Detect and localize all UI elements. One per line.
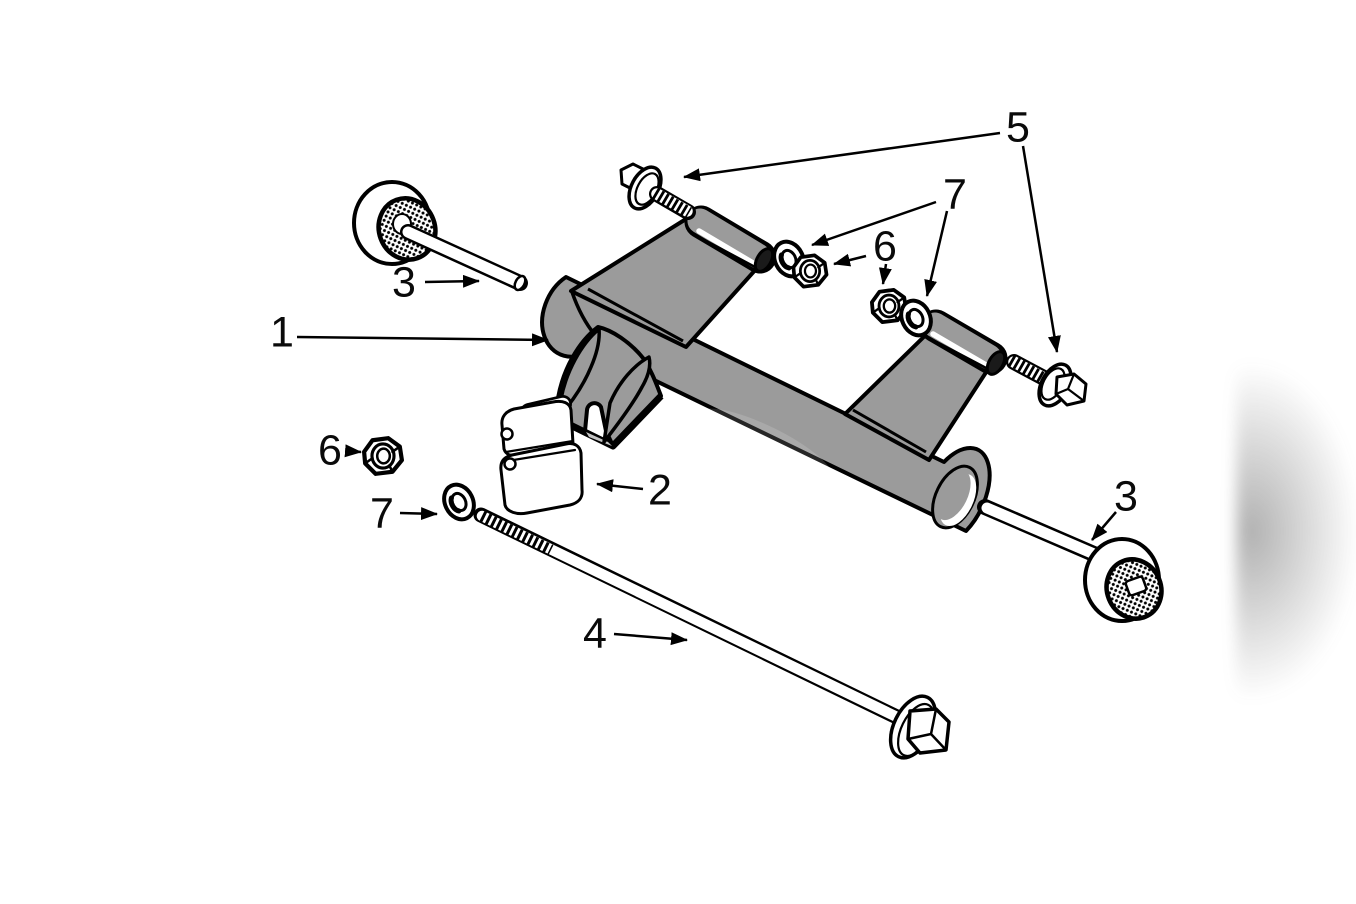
arm-left-fold-line — [587, 287, 684, 343]
block-tab-upper — [500, 427, 514, 441]
nut-lower-left — [364, 438, 402, 474]
page-edge-shadow — [1236, 362, 1356, 730]
callout-6-left: 6 — [318, 426, 342, 474]
tube-end-inner — [935, 469, 971, 521]
bracket-main-tube — [540, 275, 992, 533]
callout-2: 2 — [648, 466, 672, 514]
arm-right-fold-line — [852, 408, 927, 454]
callout-3-left: 3 — [392, 258, 416, 306]
washer-lower-left — [439, 480, 480, 525]
sleeve-bore-left — [753, 247, 775, 273]
mount-sleeve-left — [684, 205, 777, 274]
long-bolt — [473, 507, 951, 760]
leader-7-left — [399, 507, 438, 521]
bracket-crossmember — [540, 205, 1008, 533]
nut-upper-left — [791, 253, 829, 289]
callout-4: 4 — [583, 609, 607, 657]
callout-7-right: 7 — [943, 170, 967, 218]
fork-claw-right — [602, 355, 652, 444]
callout-5: 5 — [1006, 103, 1030, 151]
leader-7-right-b — [924, 210, 949, 297]
sleeve-bore-right — [985, 350, 1007, 376]
leader-1 — [296, 333, 549, 347]
watermark — [697, 408, 833, 484]
flange-bolt-right — [1006, 354, 1088, 408]
callout-6-right: 6 — [873, 222, 897, 270]
leader-7-right-a — [811, 200, 937, 247]
leader-3-right — [1091, 511, 1117, 541]
block-tab-lower — [503, 457, 517, 471]
bolt-threads — [479, 511, 554, 555]
leader-5-left — [683, 131, 1001, 182]
bushing-pin-right — [977, 499, 1164, 623]
leader-4 — [613, 632, 688, 646]
bushing-pin-left — [352, 180, 528, 292]
leader-2 — [596, 479, 644, 493]
flange-bolt-top — [619, 162, 696, 220]
pin-tip-left — [513, 274, 527, 292]
leader-6-right-a — [833, 253, 867, 267]
mount-sleeve-right — [919, 309, 1008, 376]
callout-7-left: 7 — [370, 489, 394, 537]
leader-6-left — [344, 444, 362, 458]
insulator-block — [499, 395, 584, 516]
pin-tip-right — [1124, 575, 1148, 597]
callout-3-right: 3 — [1114, 472, 1138, 520]
callout-1: 1 — [270, 308, 294, 356]
leader-5-right — [1021, 145, 1061, 353]
leader-3-left — [424, 274, 480, 288]
leader-6-right-b — [878, 263, 892, 285]
fork-bottom-edge — [556, 393, 664, 450]
